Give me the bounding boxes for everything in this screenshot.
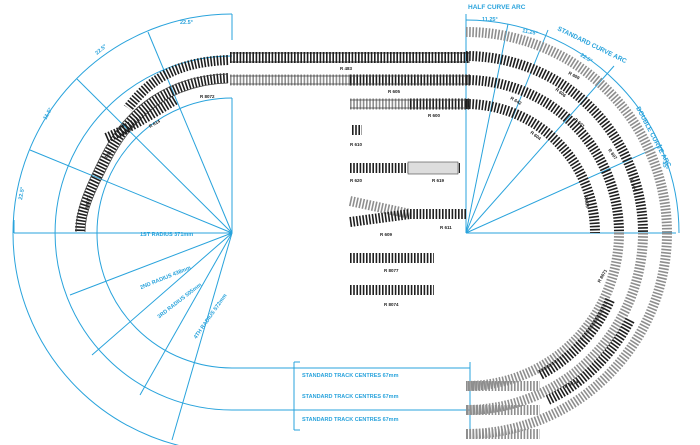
angle-left-a1: 22.5° (94, 44, 108, 57)
angle-left-a2: 11.5° (43, 107, 55, 121)
part-label: R 609 (568, 70, 581, 80)
part-label: R 483 (340, 66, 353, 71)
angle-right-half-2: 11.25° (522, 28, 539, 37)
straight-track-top (230, 52, 470, 63)
track-centres-label-1: STANDARD TRACK CENTRES 67mm (302, 373, 399, 379)
straight-track-mid (230, 74, 470, 86)
part-label: R 642 (510, 96, 523, 107)
track-centres-label-3: STANDARD TRACK CENTRES 67mm (302, 417, 399, 423)
dimension-lines (12, 13, 680, 445)
part-label: R 605 (388, 89, 401, 94)
track-centres-label-2: STANDARD TRACK CENTRES 67mm (302, 394, 399, 400)
part-label: R 604 (629, 179, 638, 192)
part-label: R 8077 (384, 268, 399, 273)
track-layout (75, 27, 672, 439)
part-label: R 606 (554, 87, 567, 99)
part-label: R 600 (428, 113, 441, 118)
part-label: R 607 (607, 148, 618, 161)
radius-4-label: 4TH RADIUS 572mm (193, 293, 229, 340)
radius-1-label: 1ST RADIUS 371mm (140, 232, 193, 238)
part-label: R 611 (440, 225, 452, 230)
centre-part-samples (348, 125, 466, 295)
part-label: R 8074 (564, 379, 580, 389)
part-label: R 619 (432, 178, 445, 183)
right-curve-tracks (465, 27, 672, 439)
part-label: R 604 (529, 130, 542, 142)
part-label: R 612 (103, 147, 114, 160)
radius-2-label: 2ND RADIUS 438mm (139, 265, 192, 291)
angle-left-top: 22.5° (180, 20, 193, 26)
part-label: R 8074 (384, 302, 399, 307)
straight-track-low (350, 98, 470, 110)
angle-right-half-1: 11.25° (482, 17, 498, 23)
radius-3-label: 3RD RADIUS 505mm (157, 282, 203, 320)
left-curve-tracks (75, 55, 229, 233)
straight-track-bottom (466, 381, 540, 439)
part-label: R 605 (583, 195, 590, 208)
part-label: R 8072 (200, 94, 215, 99)
part-label: R 610 (350, 142, 363, 147)
angle-right-std: 22.5° (579, 53, 593, 65)
half-curve-arc-title: HALF CURVE ARC (468, 4, 526, 11)
part-label: R 620 (350, 178, 363, 183)
angle-left-a3: 22.5° (18, 187, 26, 201)
part-label: R 8073 (84, 195, 92, 211)
part-label: R 614 (148, 118, 161, 129)
part-label: R 609 (380, 232, 393, 237)
angle-right-dbl: 45° (660, 161, 668, 171)
part-label: R 8071 (597, 268, 609, 283)
